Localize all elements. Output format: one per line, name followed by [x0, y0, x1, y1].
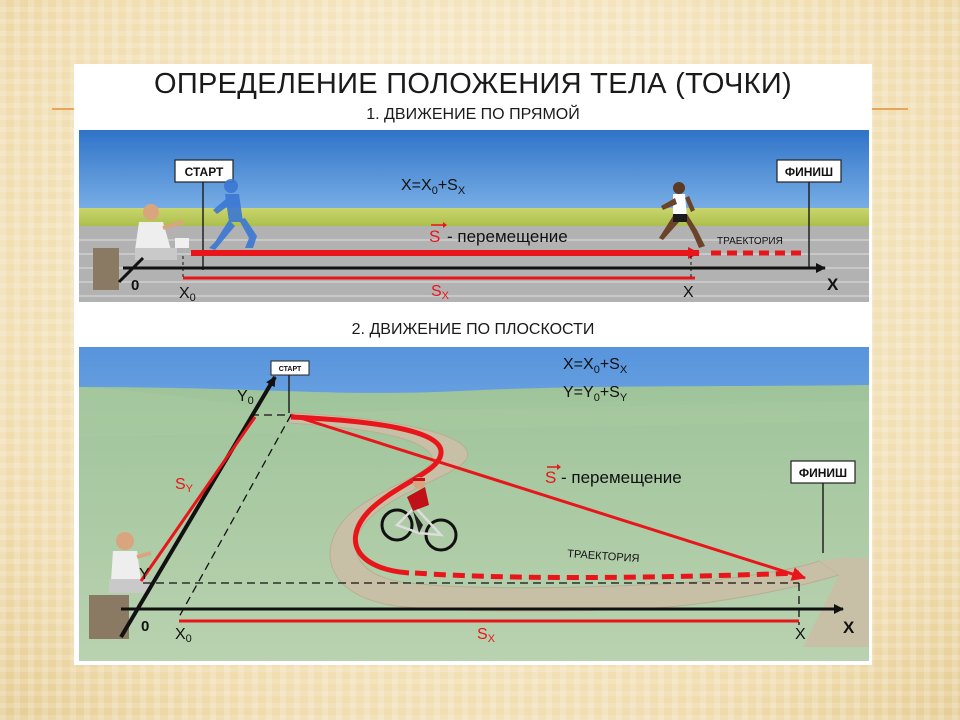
displacement-label: S - перемещение — [545, 464, 682, 487]
svg-text:- перемещение: - перемещение — [561, 468, 682, 487]
slide-title: ОПРЕДЕЛЕНИЕ ПОЛОЖЕНИЯ ТЕЛА (ТОЧКИ) — [154, 68, 792, 100]
origin-label: 0 — [131, 277, 139, 294]
y-axis-stub — [117, 256, 145, 284]
start-sign-text: СТАРТ — [185, 165, 224, 179]
slide: ОПРЕДЕЛЕНИЕ ПОЛОЖЕНИЯ ТЕЛА (ТОЧКИ) 1. ДВ… — [74, 64, 872, 665]
plane-motion-illustration: ТРАЕКТОРИЯ — [79, 347, 869, 661]
trajectory-curve — [290, 414, 444, 576]
decor-line-left — [52, 108, 76, 110]
sy-label: SY — [175, 476, 194, 495]
start-sign: СТАРТ — [270, 360, 310, 413]
svg-text:S: S — [429, 227, 440, 246]
displacement-arrow — [290, 413, 806, 581]
panel1-heading: 1. ДВИЖЕНИЕ ПО ПРЯМОЙ — [366, 106, 580, 123]
x-axis-label: X — [827, 275, 839, 294]
timekeeper-figure — [93, 204, 189, 290]
finish-sign: ФИНИШ — [790, 460, 856, 553]
panel-plane-motion: ТРАЕКТОРИЯ — [79, 347, 869, 661]
runner-athlete — [659, 182, 705, 248]
trajectory-label: ТРАЕКТОРИЯ — [567, 548, 640, 565]
finish-sign: ФИНИШ — [776, 159, 842, 268]
x-end-label: X — [795, 626, 806, 643]
svg-text:S: S — [545, 468, 556, 487]
observer-figure — [89, 532, 152, 639]
panel-straight-motion: СТАРТ — [79, 130, 869, 302]
trajectory-dashed — [414, 570, 800, 580]
projection-lines — [143, 414, 800, 625]
start-sign-text: СТАРТ — [279, 366, 302, 373]
formula-x: X=X0+SX — [563, 356, 628, 376]
x0-label: X0 — [179, 285, 196, 302]
y-axis — [119, 375, 277, 639]
sx-label: SX — [431, 283, 450, 302]
straight-motion-illustration: СТАРТ — [79, 130, 869, 302]
svg-text:- перемещение: - перемещение — [447, 227, 568, 246]
formula-y: Y=Y0+SY — [563, 384, 628, 404]
x-axis-label: X — [843, 618, 855, 637]
x0-label: X0 — [175, 626, 192, 645]
formula-x: X=X0+SX — [401, 177, 466, 197]
finish-sign-text: ФИНИШ — [799, 466, 847, 480]
trajectory-label: ТРАЕКТОРИЯ — [717, 236, 783, 247]
y0-label: Y0 — [237, 388, 254, 407]
origin-label: 0 — [141, 618, 149, 635]
sy-segment — [139, 416, 257, 582]
runner-silhouette — [209, 179, 257, 250]
displacement-label: S - перемещение — [429, 222, 568, 246]
x-end-label: X — [683, 284, 694, 301]
cyclist-figure — [380, 477, 458, 552]
decor-line-right — [870, 108, 908, 110]
panel2-heading: 2. ДВИЖЕНИЕ ПО ПЛОСКОСТИ — [351, 321, 595, 338]
finish-sign-text: ФИНИШ — [785, 165, 833, 179]
sx-label: SX — [477, 626, 496, 645]
y-mark-label: Y — [139, 566, 150, 583]
winding-road — [288, 412, 841, 612]
